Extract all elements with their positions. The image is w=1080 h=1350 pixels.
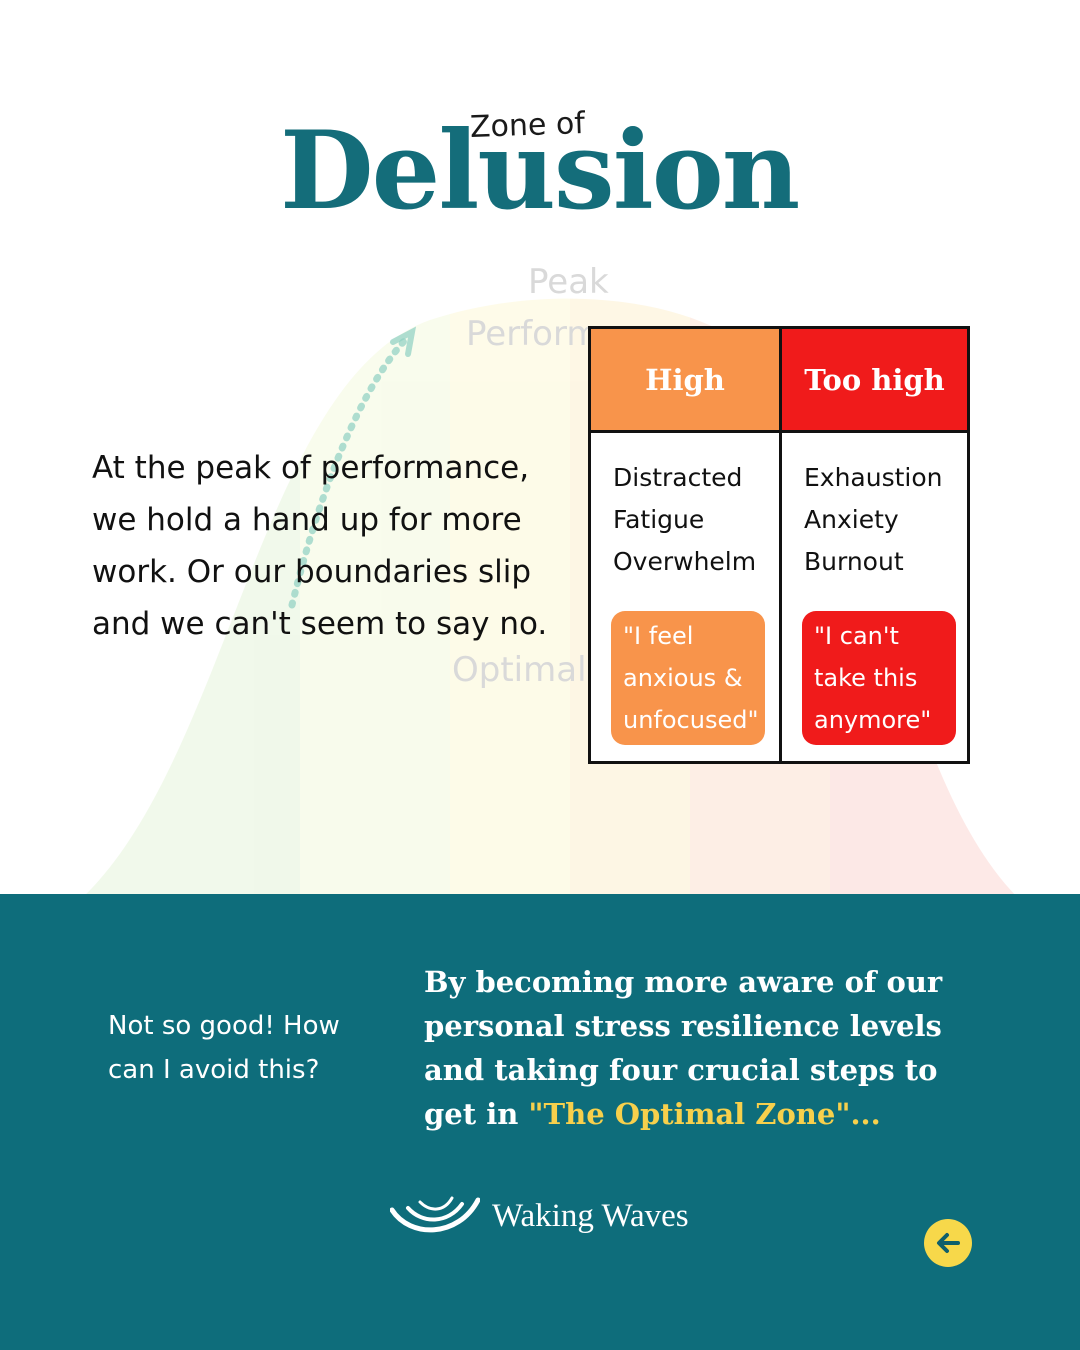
symptom-list: Exhaustion Anxiety Burnout (782, 433, 967, 583)
quote-line: "I feel (623, 622, 694, 650)
symptom-item: Burnout (804, 547, 904, 576)
column-header-high: High (591, 329, 779, 433)
intro-text: At the peak of performance, we hold a ha… (92, 450, 548, 642)
waves-logo-icon (390, 1196, 480, 1233)
page-title: Delusion (280, 108, 800, 234)
background-label-optimal: Optimal (452, 650, 587, 690)
call-to-action-text: By becoming more aware of our personal s… (424, 960, 994, 1136)
cta-ellipsis: ... (850, 1097, 881, 1131)
quote-line: anymore" (814, 706, 932, 734)
quote-line: take this (814, 664, 918, 692)
symptom-item: Anxiety (804, 505, 899, 534)
symptom-item: Distracted (613, 463, 743, 492)
symptom-list: Distracted Fatigue Overwhelm (591, 433, 779, 583)
column-header-too-high: Too high (782, 329, 967, 433)
quote-line: anxious & (623, 664, 743, 692)
column-high: High Distracted Fatigue Overwhelm "I fee… (591, 329, 779, 761)
quote-line: unfocused" (623, 706, 759, 734)
arrow-left-icon (937, 1233, 960, 1253)
cta-highlight-text: "The Optimal Zone" (528, 1097, 851, 1131)
background-label-performance: Perform (466, 314, 600, 354)
symptom-item: Exhaustion (804, 463, 943, 492)
stress-level-table: High Distracted Fatigue Overwhelm "I fee… (588, 326, 970, 764)
brand-name: Waking Waves (492, 1197, 689, 1234)
background-label-peak: Peak (528, 262, 609, 302)
brand-logo: Waking Waves (390, 1192, 689, 1240)
symptom-item: Fatigue (613, 505, 705, 534)
footer-band: Not so good! How can I avoid this? By be… (0, 894, 1080, 1350)
quote-bubble-high: "I feel anxious & unfocused" (611, 611, 765, 745)
cta-main-text: By becoming more aware of our personal s… (424, 965, 943, 1131)
back-button[interactable] (924, 1219, 972, 1267)
column-too-high: Too high Exhaustion Anxiety Burnout "I c… (779, 329, 967, 761)
symptom-item: Overwhelm (613, 547, 757, 576)
page-subtitle: Zone of (469, 106, 586, 145)
question-text: Not so good! How can I avoid this? (108, 1011, 340, 1085)
quote-line: "I can't (814, 622, 899, 650)
quote-bubble-too-high: "I can't take this anymore" (802, 611, 956, 745)
